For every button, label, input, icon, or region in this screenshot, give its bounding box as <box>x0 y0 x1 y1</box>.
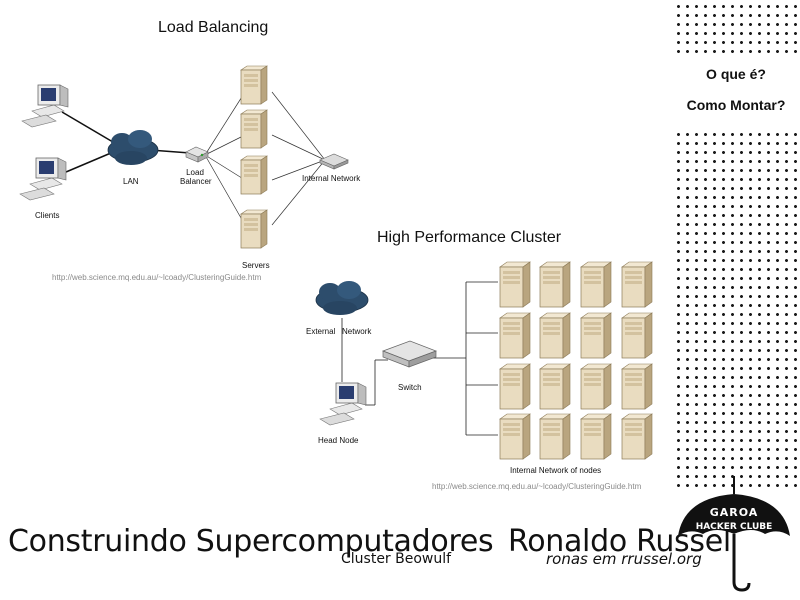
label-switch: Switch <box>398 383 422 392</box>
client-pc-icon <box>21 84 69 128</box>
node-server-icon <box>580 363 612 410</box>
cluster-nodes <box>499 261 653 460</box>
label-head-node: Head Node <box>318 436 359 445</box>
umbrella-icon <box>678 476 790 592</box>
server-icon <box>240 65 268 105</box>
node-server-icon <box>621 261 653 308</box>
label-load-balancer: Load Balancer <box>180 168 212 186</box>
node-server-icon <box>580 261 612 308</box>
load-balancing-diagram <box>19 65 349 249</box>
client-pc-icon <box>19 157 67 201</box>
label-internal-network-of-nodes: Internal Network of nodes <box>510 466 602 475</box>
node-server-icon <box>621 413 653 460</box>
lan-cloud-icon <box>107 130 159 165</box>
load-balancing-title: Load Balancing <box>158 19 269 36</box>
lb-server-links <box>204 91 326 226</box>
hpc-connection-lines <box>341 281 498 436</box>
node-server-icon <box>580 312 612 359</box>
question-how-to-build: Como Montar? <box>686 97 786 113</box>
external-network-cloud-icon <box>315 281 369 315</box>
source-url-load-balancing[interactable]: http://web.science.mq.edu.au/~lcoady/Clu… <box>52 273 262 282</box>
dotted-texture-bottom <box>672 128 800 488</box>
node-server-icon <box>499 413 531 460</box>
node-server-icon <box>499 261 531 308</box>
label-external-network: External Network <box>306 327 372 336</box>
server-icon <box>240 109 268 149</box>
server-icon <box>240 155 268 195</box>
source-url-hpc[interactable]: http://web.science.mq.edu.au/~lcoady/Clu… <box>432 482 642 491</box>
dotted-texture-top <box>672 0 800 55</box>
hpc-diagram <box>315 261 653 460</box>
question-what-is: O que é? <box>706 66 766 82</box>
hpc-title: High Performance Cluster <box>377 229 562 246</box>
node-server-icon <box>621 312 653 359</box>
subtitle: Cluster Beowulf <box>341 551 452 567</box>
label-internal-network: Internal Network <box>302 174 361 183</box>
node-server-icon <box>539 312 571 359</box>
cluster-switch-icon <box>382 340 437 368</box>
load-balancer-icon <box>185 146 209 163</box>
server-icon <box>240 209 268 249</box>
main-title: Construindo Supercomputadores <box>8 524 494 559</box>
label-lan: LAN <box>123 177 139 186</box>
garoa-umbrella-logo: GAROA HACKER CLUBE <box>678 476 790 592</box>
logo-text-garoa: GAROA <box>710 506 759 519</box>
node-server-icon <box>499 312 531 359</box>
head-node-pc-icon <box>319 382 367 426</box>
label-clients: Clients <box>35 211 60 220</box>
node-server-icon <box>621 363 653 410</box>
author-contact: ronas em rrussel.org <box>546 550 702 568</box>
label-servers: Servers <box>242 261 270 270</box>
internal-switch-icon <box>319 153 349 170</box>
node-server-icon <box>499 363 531 410</box>
node-server-icon <box>539 363 571 410</box>
node-server-icon <box>539 413 571 460</box>
node-server-icon <box>580 413 612 460</box>
node-server-icon <box>539 261 571 308</box>
logo-text-hacker-clube: HACKER CLUBE <box>696 522 773 532</box>
